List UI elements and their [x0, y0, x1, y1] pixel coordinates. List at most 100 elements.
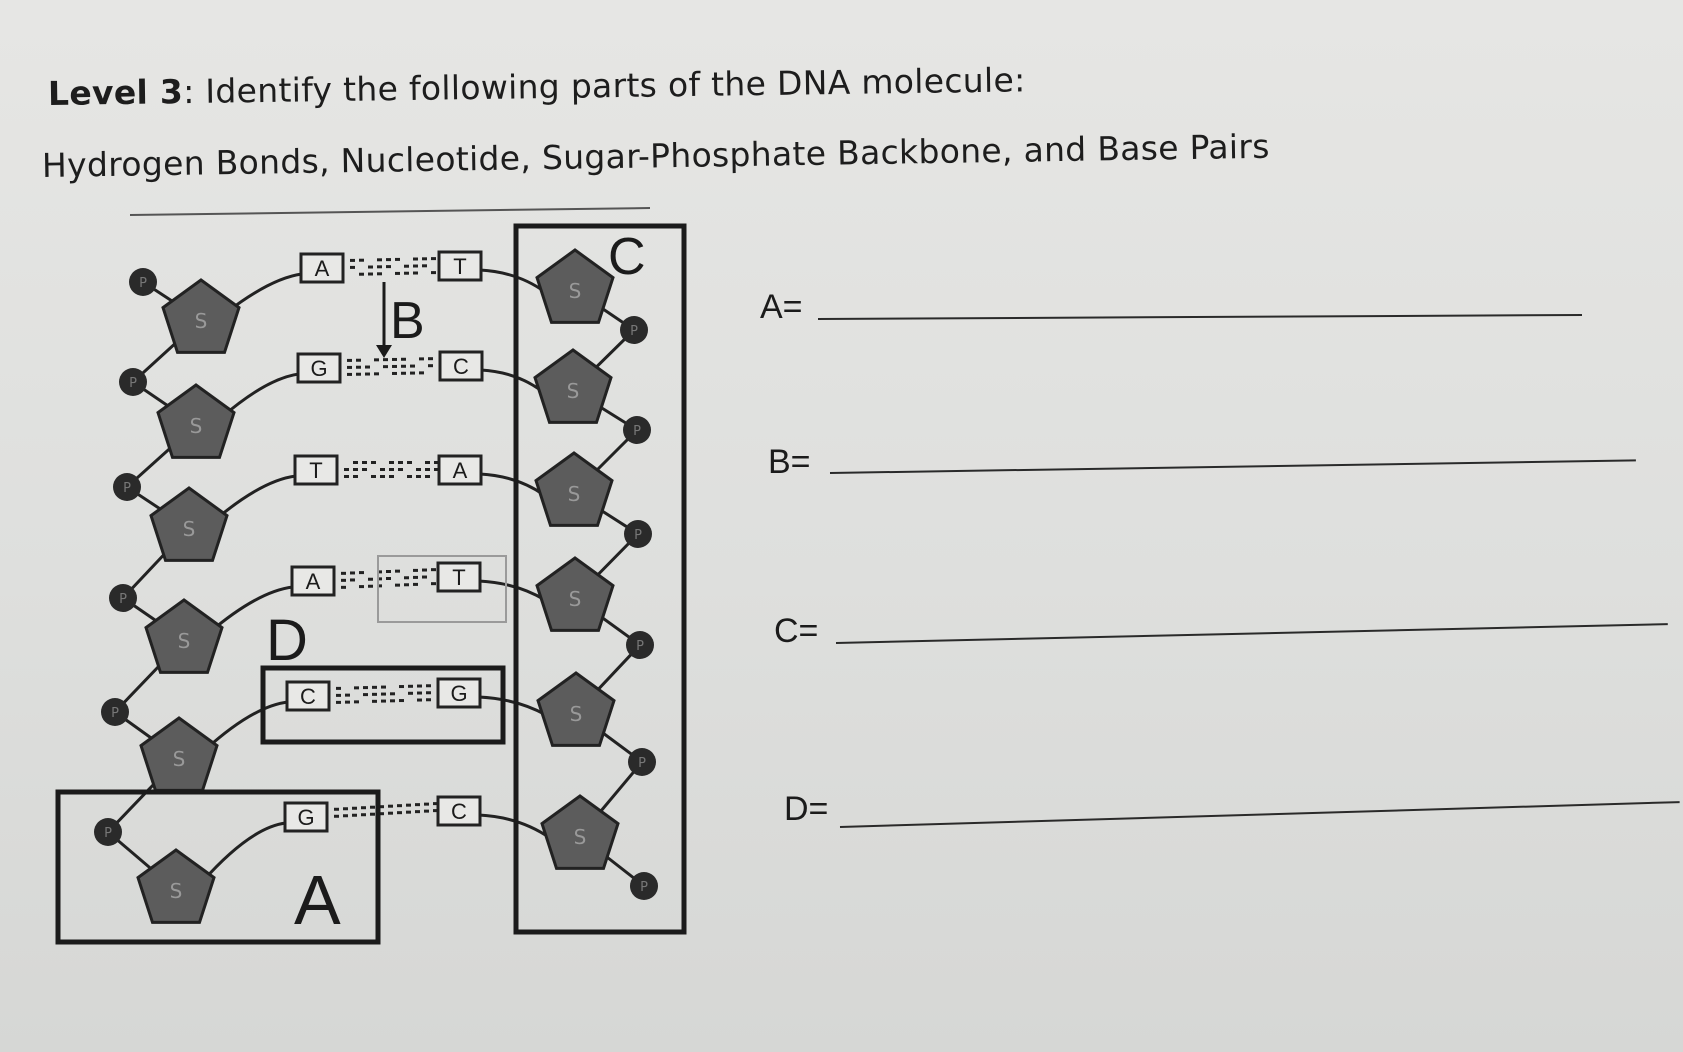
hydrogen-bond-dot	[372, 699, 377, 703]
left-phosphate	[113, 473, 141, 501]
left-phosphate-label: P	[119, 592, 127, 607]
hydrogen-bond-dot	[350, 578, 355, 582]
hydrogen-bond-dot	[344, 468, 349, 471]
right-phosphate-label: P	[633, 424, 641, 439]
right-phosphate-label: P	[630, 324, 638, 339]
right-base-box	[437, 250, 483, 282]
left-phosphate-label: P	[139, 276, 147, 291]
hydrogen-bond-dot	[381, 692, 386, 696]
left-base-letter: A	[315, 256, 330, 281]
callout-label-d: D	[266, 608, 308, 673]
hydrogen-bond-dot	[361, 813, 366, 817]
left-base-box	[283, 801, 329, 833]
hydrogen-bond-dot	[386, 570, 391, 573]
sugar-base-link	[480, 368, 544, 394]
hydrogen-bond-dot	[361, 806, 366, 810]
hydrogen-bond-dot	[392, 371, 397, 375]
hydrogen-bond-dot	[345, 693, 350, 697]
hydrogen-bond-dot	[392, 357, 397, 361]
hydrogen-bond-dot	[415, 803, 420, 807]
hydrogen-bond-dot	[347, 365, 352, 369]
callout-label-c: C	[608, 228, 646, 286]
hydrogen-bond-dot	[334, 814, 339, 818]
hydrogen-bond-dot	[368, 577, 373, 581]
hydrogen-bond-dot	[350, 258, 355, 262]
hydrogen-bond-dot	[408, 691, 413, 695]
left-sugar-label: S	[195, 309, 208, 333]
hydrogen-bond-dot	[368, 265, 373, 269]
left-sugar	[144, 598, 224, 674]
hydrogen-bond-dot	[426, 691, 431, 695]
hydrogen-bond-dot	[397, 804, 402, 808]
right-sugar-label: S	[569, 587, 582, 611]
hydrogen-bond-dot	[336, 686, 341, 690]
right-base-letter: C	[451, 799, 467, 824]
hydrogen-bond-dot	[379, 805, 384, 809]
right-base-box	[438, 350, 484, 382]
sugar-base-link	[479, 472, 545, 497]
hydrogen-bond-dot	[341, 578, 346, 582]
sugar-base-link	[214, 474, 297, 522]
divider-line	[129, 207, 651, 216]
hydrogen-bond-dot	[431, 582, 436, 586]
hydrogen-bond-dot	[413, 257, 418, 261]
hydrogen-bond-dot	[388, 811, 393, 815]
hydrogen-bond-dot	[380, 468, 385, 471]
left-phosphate-label: P	[111, 706, 119, 721]
hydrogen-bond-dot	[383, 358, 388, 362]
hydrogen-bond-dot	[390, 692, 395, 696]
hydrogen-bond-dot	[370, 812, 375, 816]
hydrogen-bond-dot	[344, 475, 349, 478]
hydrogen-bond-dot	[431, 271, 436, 275]
left-base-box	[296, 352, 342, 384]
hydrogen-bond-dot	[390, 699, 395, 703]
left-sugar	[161, 278, 241, 354]
hydrogen-bond-dot	[377, 577, 382, 581]
hydrogen-bond-dot	[341, 571, 346, 575]
hydrogen-bond-dot	[401, 357, 406, 361]
left-base-letter: T	[309, 458, 322, 483]
hydrogen-bond-dot	[374, 358, 379, 362]
hydrogen-bond-dot	[354, 700, 359, 704]
hydrogen-bond-dot	[383, 365, 388, 369]
hydrogen-bond-dot	[395, 583, 400, 587]
faint-box	[377, 555, 507, 623]
hydrogen-bond-dot	[417, 698, 422, 702]
hydrogen-bond-dot	[413, 271, 418, 275]
right-base-box	[436, 795, 482, 827]
hydrogen-bond-dot	[422, 257, 427, 261]
right-base-letter: G	[450, 681, 467, 706]
left-base-letter: C	[300, 684, 316, 709]
hydrogen-bond-dot	[424, 809, 429, 813]
hydrogen-bond-dot	[350, 265, 355, 269]
hydrogen-bond-dot	[419, 357, 424, 361]
left-sugar-label: S	[178, 629, 191, 653]
hydrogen-bond-dot	[406, 810, 411, 814]
hydrogen-bond-dot	[413, 575, 418, 579]
hydrogen-bond-dot	[401, 364, 406, 368]
sugar-base-link	[479, 268, 546, 294]
hydrogen-bond-dot	[397, 811, 402, 815]
hydrogen-bond-dot	[370, 805, 375, 809]
hydrogen-bond-dot	[413, 582, 418, 586]
hydrogen-bond-dot	[415, 810, 420, 814]
hydrogen-bond-dot	[377, 258, 382, 262]
hydrogen-bond-dot	[422, 568, 427, 572]
right-phosphate	[628, 748, 656, 776]
right-phosphate-label: P	[636, 639, 644, 654]
right-phosphate-label: P	[638, 756, 646, 771]
hydrogen-bond-dot	[395, 271, 400, 275]
right-phosphate	[620, 316, 648, 344]
hydrogen-bond-dot	[343, 814, 348, 818]
sugar-base-link	[203, 700, 289, 752]
hydrogen-bond-dot	[399, 685, 404, 689]
hydrogen-bond-dot	[372, 685, 377, 689]
hydrogen-bond-dot	[404, 271, 409, 275]
hydrogen-bond-dot	[413, 568, 418, 572]
hydrogen-bond-dot	[377, 272, 382, 276]
right-sugar	[536, 671, 616, 747]
right-base-box	[436, 677, 482, 709]
left-sugar-label: S	[173, 747, 186, 771]
hydrogen-bond-dot	[381, 685, 386, 689]
